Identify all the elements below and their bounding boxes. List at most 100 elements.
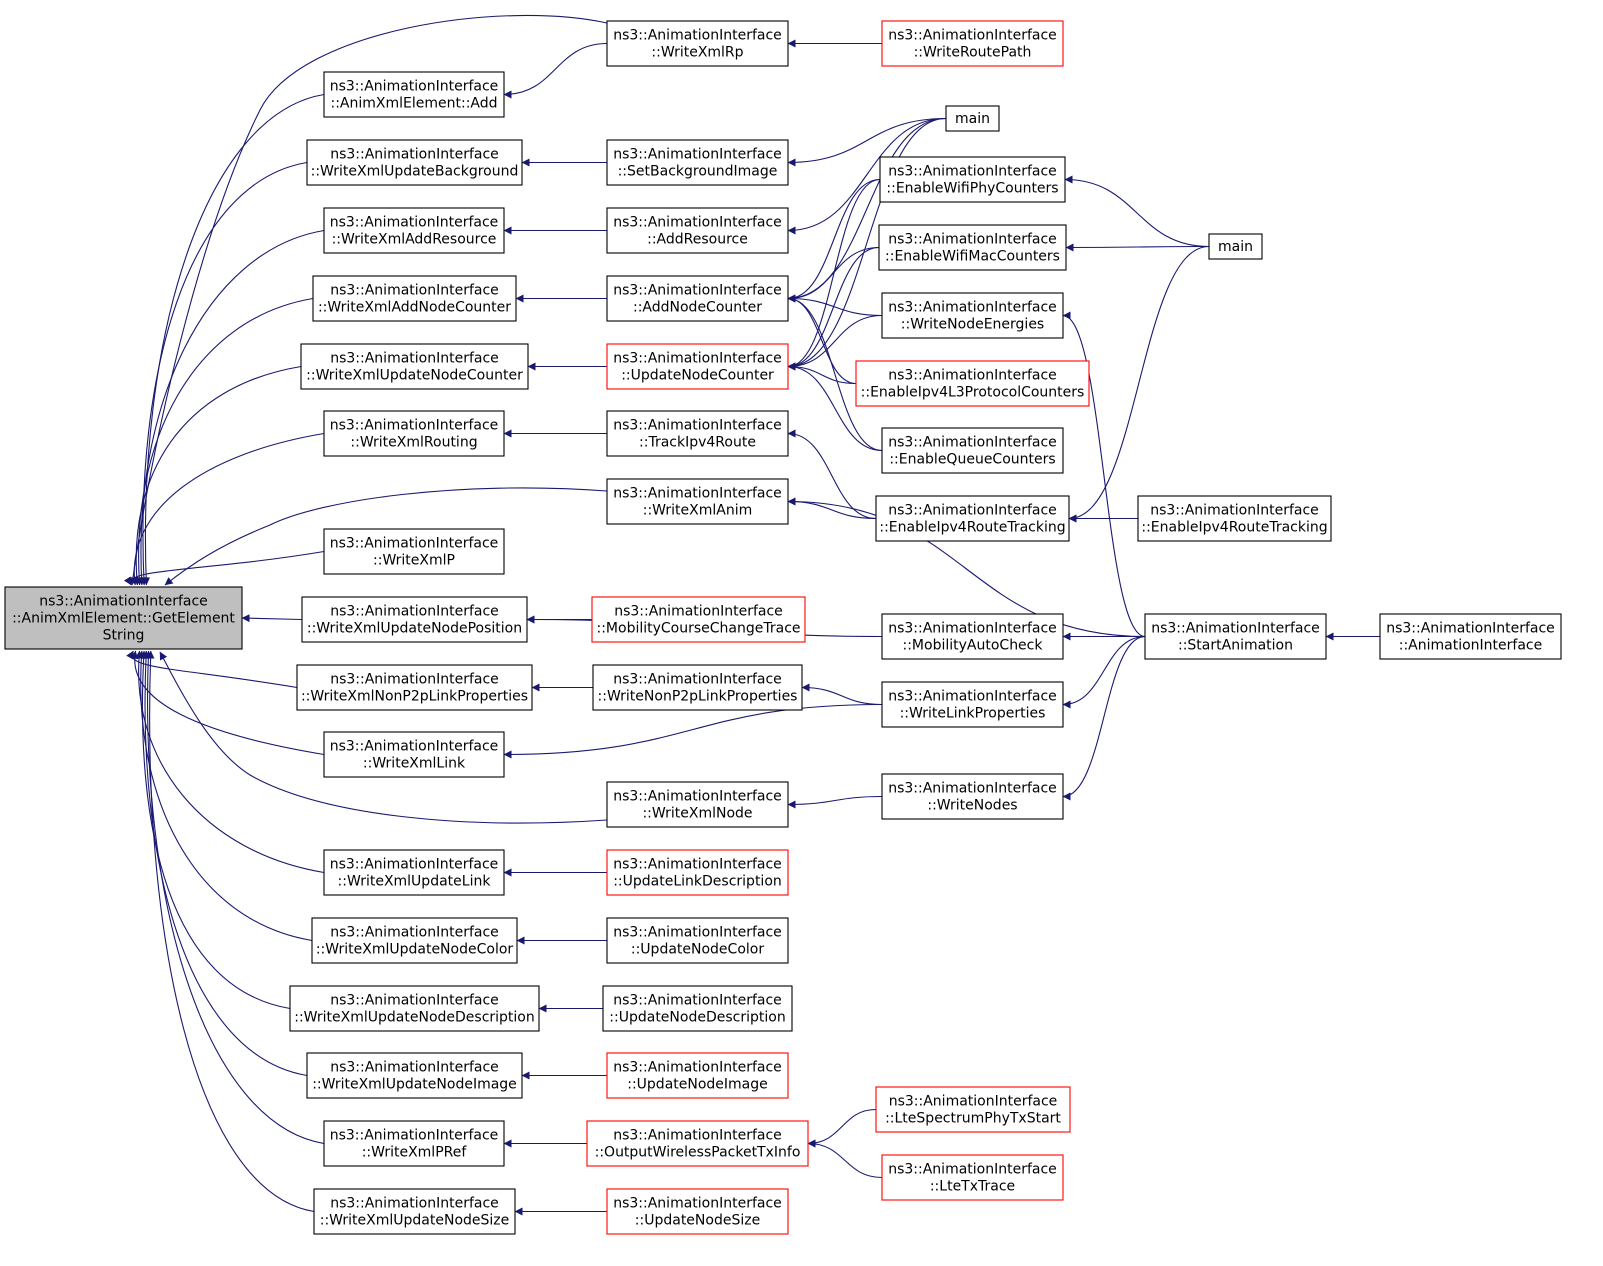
edge-start-animation-to-write-link-properties — [1062, 635, 1146, 709]
node-label-line: ns3::AnimationInterface — [613, 925, 782, 941]
node-update-node-size[interactable]: ns3::AnimationInterface::UpdateNodeSize — [606, 1188, 789, 1235]
node-write-xml-update-node-position[interactable]: ns3::AnimationInterface::WriteXmlUpdateN… — [301, 596, 528, 643]
edge-anim-xml-element-add-to-root — [142, 93, 325, 586]
node-enable-wifi-phy-counters[interactable]: ns3::AnimationInterface::EnableWifiPhyCo… — [879, 156, 1066, 203]
node-write-xml-non-p2p-link-properties[interactable]: ns3::AnimationInterface::WriteXmlNonP2pL… — [296, 664, 533, 711]
node-write-xml-update-node-counter[interactable]: ns3::AnimationInterface::WriteXmlUpdateN… — [300, 343, 529, 390]
node-label-line: ns3::AnimationInterface — [888, 164, 1057, 180]
node-box — [881, 681, 1064, 728]
node-box — [878, 224, 1067, 271]
node-write-xml-node[interactable]: ns3::AnimationInterface::WriteXmlNode — [606, 781, 789, 828]
node-label-line: ::MobilityAutoCheck — [903, 638, 1044, 654]
node-label-line: ns3::AnimationInterface — [888, 781, 1057, 797]
node-label-line: ns3::AnimationInterface — [330, 739, 499, 755]
node-write-xml-rp[interactable]: ns3::AnimationInterface::WriteXmlRp — [606, 20, 789, 67]
node-write-xml-update-node-image[interactable]: ns3::AnimationInterface::WriteXmlUpdateN… — [306, 1052, 523, 1099]
node-label-line: ::WriteXmlUpdateNodeImage — [312, 1077, 517, 1093]
edge-write-xml-update-link-to-root — [134, 650, 325, 874]
node-label-line: ns3::AnimationInterface — [330, 1128, 499, 1144]
node-box — [881, 427, 1064, 474]
node-main2[interactable]: main — [1208, 233, 1263, 260]
edge-main1-to-add-node-counter — [787, 117, 947, 303]
node-label-line: ::WriteXmlRp — [651, 45, 743, 61]
node-write-xml-link[interactable]: ns3::AnimationInterface::WriteXmlLink — [323, 731, 505, 778]
node-label-line: ns3::AnimationInterface — [330, 1196, 499, 1212]
edge-enable-queue-counters-to-update-node-counter — [787, 362, 883, 452]
node-label-line: ::StartAnimation — [1178, 638, 1293, 654]
node-label-line: ns3::AnimationInterface — [330, 536, 499, 552]
node-label-line: ::UpdateLinkDescription — [613, 874, 782, 890]
node-enable-queue-counters[interactable]: ns3::AnimationInterface::EnableQueueCoun… — [881, 427, 1064, 474]
node-enable-ipv4-l3-protocol-counters[interactable]: ns3::AnimationInterface::EnableIpv4L3Pro… — [855, 360, 1090, 407]
node-box — [875, 495, 1070, 542]
node-mobility-course-change-trace[interactable]: ns3::AnimationInterface::MobilityCourseC… — [591, 596, 806, 643]
node-write-xml-routing[interactable]: ns3::AnimationInterface::WriteXmlRouting — [323, 410, 505, 457]
node-write-non-p2p-link-properties[interactable]: ns3::AnimationInterface::WriteNonP2pLink… — [592, 664, 803, 711]
edge-write-link-properties-to-write-non-p2p-link-properties — [801, 683, 883, 706]
node-label-line: ::WriteXmlAnim — [643, 503, 753, 519]
node-enable-ipv4-route-tracking2[interactable]: ns3::AnimationInterface::EnableIpv4Route… — [1137, 495, 1332, 542]
node-box — [313, 1188, 516, 1235]
node-output-wireless-packet-tx-info[interactable]: ns3::AnimationInterface::OutputWirelessP… — [586, 1120, 809, 1167]
edge-write-xml-update-node-size-to-root — [146, 650, 315, 1213]
node-start-animation[interactable]: ns3::AnimationInterface::StartAnimation — [1144, 613, 1327, 660]
node-anim-xml-element-add[interactable]: ns3::AnimationInterface::AnimXmlElement:… — [323, 71, 505, 118]
node-update-link-description[interactable]: ns3::AnimationInterface::UpdateLinkDescr… — [606, 849, 789, 896]
node-label-line: ns3::AnimationInterface — [613, 672, 782, 688]
node-update-node-color[interactable]: ns3::AnimationInterface::UpdateNodeColor — [606, 917, 789, 964]
edge-write-xml-add-node-counter-to-root — [135, 297, 314, 586]
node-lte-spectrum-phy-tx-start[interactable]: ns3::AnimationInterface::LteSpectrumPhyT… — [875, 1086, 1071, 1133]
node-add-resource[interactable]: ns3::AnimationInterface::AddResource — [606, 207, 789, 254]
node-label-line: ns3::AnimationInterface — [888, 621, 1057, 637]
node-track-ipv4-route[interactable]: ns3::AnimationInterface::TrackIpv4Route — [606, 410, 789, 457]
node-write-xml-update-link[interactable]: ns3::AnimationInterface::WriteXmlUpdateL… — [323, 849, 505, 896]
node-update-node-counter[interactable]: ns3::AnimationInterface::UpdateNodeCount… — [606, 343, 789, 390]
node-label-line: ::WriteRoutePath — [914, 45, 1032, 61]
node-write-link-properties[interactable]: ns3::AnimationInterface::WriteLinkProper… — [881, 681, 1064, 728]
node-label-line: ::WriteXmlUpdateNodeDescription — [294, 1010, 535, 1026]
node-label-line: ns3::AnimationInterface — [39, 594, 208, 610]
node-write-node-energies[interactable]: ns3::AnimationInterface::WriteNodeEnergi… — [881, 292, 1064, 339]
node-label-line: ns3::AnimationInterface — [330, 215, 499, 231]
node-label-line: ::WriteXmlLink — [363, 756, 466, 772]
node-lte-tx-trace[interactable]: ns3::AnimationInterface::LteTxTrace — [881, 1154, 1064, 1201]
node-write-xml-p-ref[interactable]: ns3::AnimationInterface::WriteXmlPRef — [323, 1120, 505, 1167]
node-write-route-path[interactable]: ns3::AnimationInterface::WriteRoutePath — [881, 20, 1064, 67]
node-root[interactable]: ns3::AnimationInterface::AnimXmlElement:… — [4, 586, 243, 650]
node-write-xml-add-resource[interactable]: ns3::AnimationInterface::WriteXmlAddReso… — [323, 207, 505, 254]
node-label-line: ns3::AnimationInterface — [330, 351, 499, 367]
node-label-line: ns3::AnimationInterface — [330, 604, 499, 620]
node-write-xml-update-node-color[interactable]: ns3::AnimationInterface::WriteXmlUpdateN… — [311, 917, 518, 964]
node-add-node-counter[interactable]: ns3::AnimationInterface::AddNodeCounter — [606, 275, 789, 322]
node-animation-interface-ctor[interactable]: ns3::AnimationInterface::AnimationInterf… — [1379, 613, 1562, 660]
node-enable-ipv4-route-tracking[interactable]: ns3::AnimationInterface::EnableIpv4Route… — [875, 495, 1070, 542]
node-box — [602, 985, 793, 1032]
node-box — [301, 596, 528, 643]
node-label-line: ::LteSpectrumPhyTxStart — [885, 1111, 1061, 1127]
node-label-line: ::WriteXmlAddNodeCounter — [318, 300, 511, 316]
node-write-xml-update-background[interactable]: ns3::AnimationInterface::WriteXmlUpdateB… — [306, 139, 523, 186]
node-set-background-image[interactable]: ns3::AnimationInterface::SetBackgroundIm… — [606, 139, 789, 186]
node-label-line: ::WriteNonP2pLinkProperties — [598, 689, 798, 705]
node-write-xml-update-node-size[interactable]: ns3::AnimationInterface::WriteXmlUpdateN… — [313, 1188, 516, 1235]
node-write-xml-add-node-counter[interactable]: ns3::AnimationInterface::WriteXmlAddNode… — [312, 275, 517, 322]
node-main1[interactable]: main — [945, 105, 1000, 132]
edge-enable-ipv4-l3-protocol-counters-to-add-node-counter — [787, 294, 857, 385]
node-label-line: ::WriteXmlUpdateNodePosition — [307, 621, 522, 637]
edge-lte-tx-trace-to-output-wireless-packet-tx-info — [807, 1139, 883, 1179]
node-update-node-description[interactable]: ns3::AnimationInterface::UpdateNodeDescr… — [602, 985, 793, 1032]
node-write-xml-p[interactable]: ns3::AnimationInterface::WriteXmlP — [323, 528, 505, 575]
edge-write-xml-update-node-image-to-root — [141, 650, 308, 1077]
node-write-nodes[interactable]: ns3::AnimationInterface::WriteNodes — [881, 773, 1064, 820]
edge-main2-to-enable-ipv4-route-tracking — [1068, 245, 1210, 523]
node-write-xml-update-node-description[interactable]: ns3::AnimationInterface::WriteXmlUpdateN… — [289, 985, 540, 1032]
edge-lte-spectrum-phy-tx-start-to-output-wireless-packet-tx-info — [807, 1108, 877, 1148]
node-box — [606, 849, 789, 896]
node-label-line: ::UpdateNodeDescription — [609, 1010, 785, 1026]
node-enable-wifi-mac-counters[interactable]: ns3::AnimationInterface::EnableWifiMacCo… — [878, 224, 1067, 271]
node-mobility-auto-check[interactable]: ns3::AnimationInterface::MobilityAutoChe… — [881, 613, 1064, 660]
node-write-xml-anim[interactable]: ns3::AnimationInterface::WriteXmlAnim — [606, 478, 789, 525]
node-label-line: ::UpdateNodeImage — [627, 1077, 768, 1093]
edge-enable-wifi-phy-counters-to-update-node-counter — [787, 178, 881, 371]
node-update-node-image[interactable]: ns3::AnimationInterface::UpdateNodeImage — [606, 1052, 789, 1099]
